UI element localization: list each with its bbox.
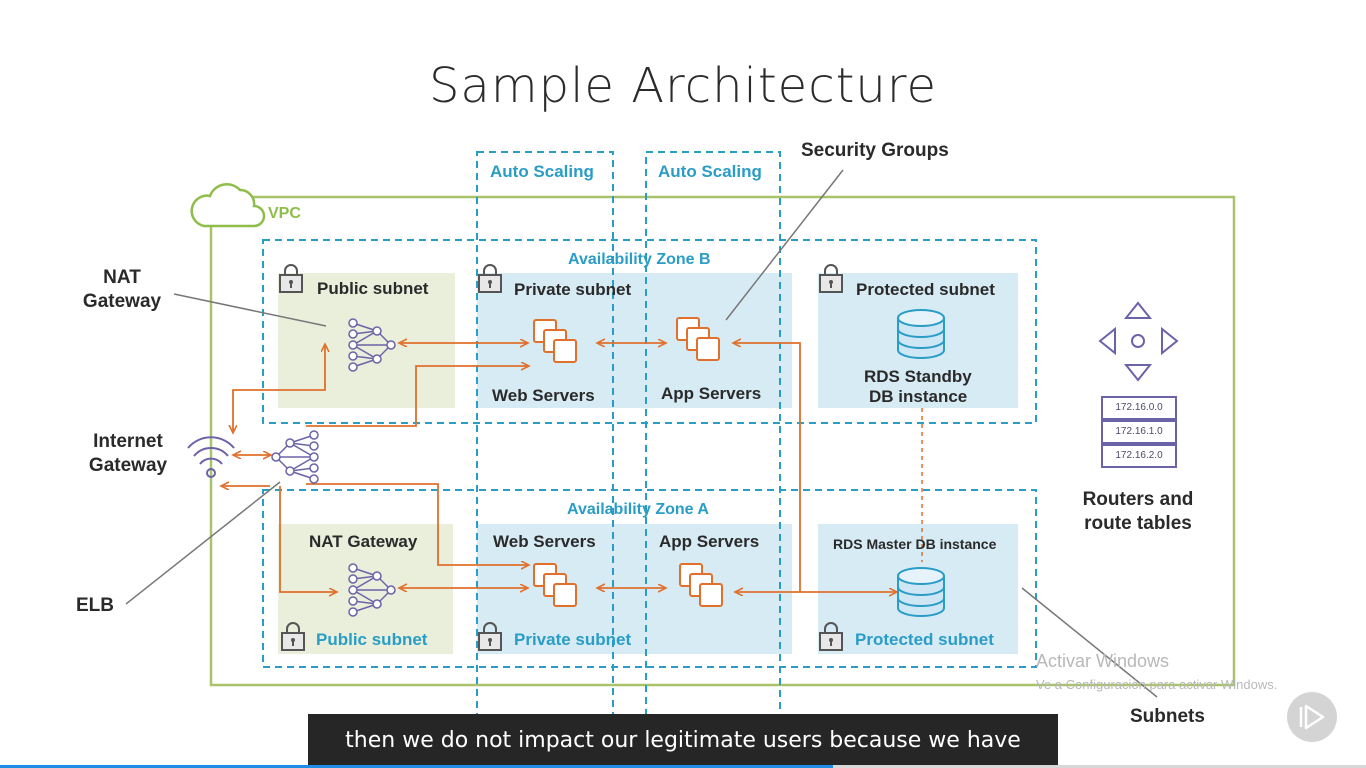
connector-db-to-app-b (734, 343, 801, 592)
internet-gateway-label: Internet Gateway (76, 430, 180, 478)
activation-watermark-title: Activar Windows (1036, 651, 1170, 671)
rds-master-label: RDS Master DB instance (833, 536, 997, 552)
private-subnet-label: Private subnet (514, 630, 632, 649)
security-groups-label: Security Groups (801, 140, 949, 161)
nat-gateway-line: NAT (103, 267, 141, 288)
nat-gateway-pointer (173, 293, 327, 327)
public-subnet-label: Public subnet (317, 279, 429, 298)
subnets-label: Subnets (1130, 706, 1205, 727)
lock-icon (819, 264, 843, 293)
routers-line: route tables (1084, 513, 1192, 534)
nat-gateway-line: Gateway (82, 291, 162, 312)
auto-scaling-label: Auto Scaling (490, 162, 594, 181)
private-subnet-label: Private subnet (514, 280, 632, 299)
subtitle-caption: then we do not impact our legitimate use… (308, 714, 1058, 768)
routers-line: Routers and (1082, 489, 1194, 510)
connector-igw-to-nat-b (233, 345, 325, 432)
route-table-entry: 172.16.2.0 (1101, 444, 1177, 468)
slide-title: Sample Architecture (428, 58, 938, 114)
vpc-label: VPC (268, 205, 301, 222)
route-table-entry: 172.16.0.0 (1101, 396, 1177, 420)
availability-zone-a (262, 489, 1037, 668)
wifi-icon (187, 436, 235, 478)
cloud-icon (190, 183, 266, 228)
database-icon (897, 309, 945, 359)
internet-gateway-line: Internet (93, 431, 163, 452)
video-progress-fill (0, 765, 833, 768)
connector-elb-to-web-a (306, 483, 528, 565)
app-servers-label: App Servers (661, 384, 762, 403)
web-servers-label: Web Servers (492, 386, 595, 405)
public-subnet-label: Public subnet (316, 630, 428, 649)
elb-label: ELB (76, 595, 114, 616)
nat-gateway-external-label: NAT Gateway (70, 266, 174, 314)
routers-label: Routers and route tables (1068, 488, 1208, 536)
availability-zone-b (262, 239, 1037, 424)
vpc-boundary (209, 195, 1236, 687)
protected-subnet-label: Protected subnet (855, 630, 994, 649)
subnets-pointer (1021, 587, 1158, 698)
availability-zone-a-label: Availability Zone A (567, 501, 709, 518)
route-table-entry: 172.16.1.0 (1101, 420, 1177, 444)
connector-elb-to-web-b (306, 366, 528, 427)
auto-scaling-label: Auto Scaling (658, 162, 762, 181)
rds-standby-label: DB instance (869, 387, 968, 406)
availability-zone-b-label: Availability Zone B (568, 251, 711, 268)
web-servers-label: Web Servers (493, 532, 596, 551)
lock-icon (279, 264, 303, 293)
router-icon (1098, 301, 1179, 382)
play-icon (1299, 704, 1325, 730)
internet-gateway-line: Gateway (88, 455, 168, 476)
rds-standby-label: RDS Standby (864, 367, 972, 386)
connector-to-nat-a (279, 486, 336, 592)
protected-subnet-label: Protected subnet (856, 280, 995, 299)
security-groups-pointer (725, 169, 844, 321)
play-button[interactable] (1287, 692, 1337, 742)
lock-icon (478, 264, 502, 293)
activation-watermark-subtitle: Ve a Configuración para activar Windows. (1036, 677, 1278, 692)
elb-icon (271, 430, 319, 484)
elb-pointer (125, 481, 281, 605)
app-servers-label: App Servers (659, 532, 760, 551)
database-icon (897, 567, 945, 617)
nat-gateway-label: NAT Gateway (309, 532, 418, 551)
